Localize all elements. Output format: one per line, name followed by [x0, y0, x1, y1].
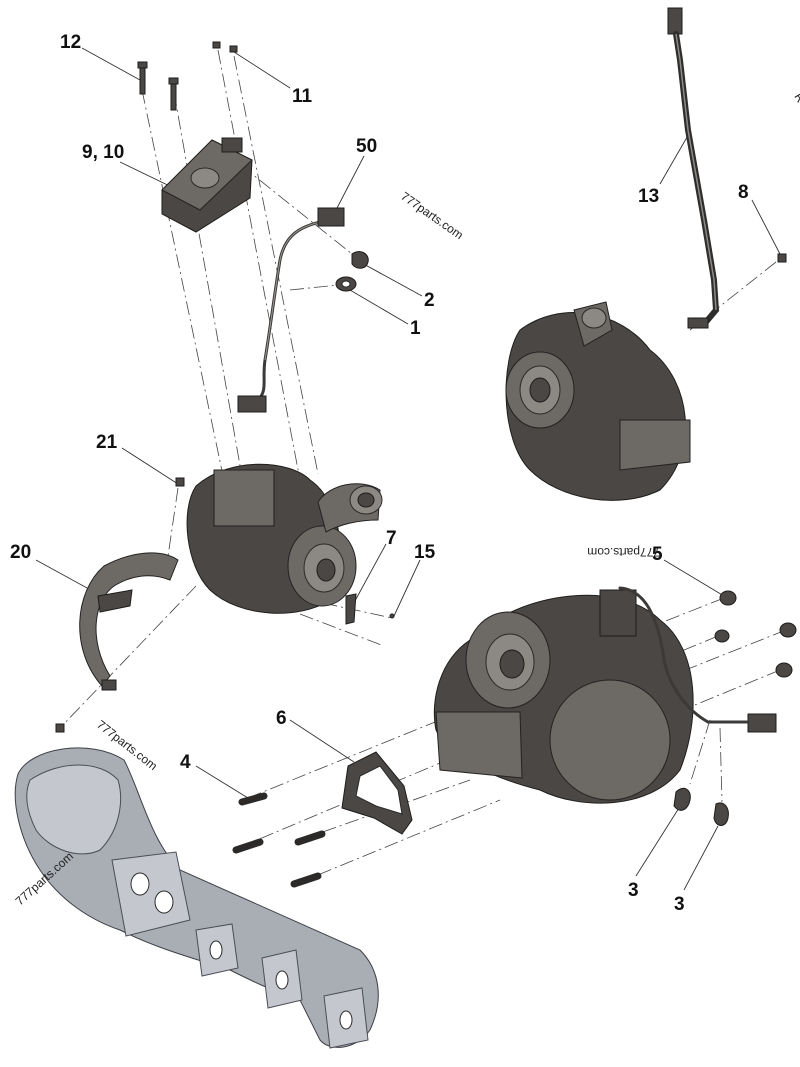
callout-3a: 3	[628, 880, 639, 901]
edge-fragment: R	[791, 91, 800, 106]
leader-3b	[683, 825, 719, 891]
clips-1-2	[335, 251, 369, 292]
callout-4: 4	[180, 752, 191, 773]
connector-50-end	[237, 395, 267, 413]
turbocharger-reference	[505, 301, 691, 501]
callout-13: 13	[638, 186, 659, 207]
callout-5: 5	[652, 544, 663, 565]
watermark-2: 777parts.com	[587, 545, 660, 559]
fastener-20-lower	[55, 723, 65, 733]
callout-21: 21	[96, 432, 118, 453]
clip-3a	[673, 787, 691, 811]
leader-50	[335, 155, 365, 211]
stud-4-c	[294, 830, 326, 846]
leader-lines	[35, 47, 781, 891]
bolt-11-a	[212, 41, 221, 49]
heat-shield-20	[79, 552, 179, 691]
bolt-12-a	[139, 65, 146, 95]
callout-20: 20	[10, 542, 31, 563]
leader-6	[289, 719, 355, 763]
leader-2	[359, 261, 423, 297]
callout-3b: 3	[674, 894, 685, 915]
leader-3a	[635, 799, 685, 877]
turbocharger-main	[186, 463, 383, 614]
bolts-11	[212, 41, 238, 53]
leader-11	[233, 51, 291, 89]
stud-4-a	[238, 792, 268, 806]
callout-1: 1	[410, 318, 421, 339]
callout-50: 50	[356, 136, 377, 157]
bolt-12-b	[170, 81, 177, 111]
callout-6: 6	[276, 708, 287, 729]
bolts-12	[137, 61, 179, 111]
callout-12: 12	[60, 32, 81, 53]
gasket-6	[341, 751, 413, 835]
callout-15: 15	[414, 542, 436, 563]
callout-labels: 12 11 9, 10 50 2 1 13 8 21 7 15 20 5 6 4…	[10, 32, 749, 915]
callout-11: 11	[292, 86, 313, 107]
turbocharger-assembly	[433, 586, 777, 804]
leader-8	[751, 199, 781, 255]
sensor-head-13	[667, 7, 683, 35]
callout-7: 7	[386, 528, 397, 549]
clips-3	[673, 787, 729, 826]
stud-4-d	[290, 872, 322, 888]
watermark-1: 777parts.com	[398, 189, 466, 242]
washer-15	[389, 613, 395, 619]
leader-1	[349, 289, 409, 325]
plug-8	[777, 253, 787, 263]
actuator-9-10	[161, 137, 253, 233]
clip-3b	[713, 802, 729, 826]
wiring-harness-50	[237, 207, 345, 413]
stud-4-b	[232, 838, 264, 854]
callout-9-10: 9, 10	[82, 142, 124, 163]
connector-assembly	[747, 713, 777, 733]
leader-12	[81, 47, 141, 81]
leader-4	[195, 765, 249, 799]
callout-2: 2	[424, 290, 435, 311]
screw-21	[175, 477, 185, 487]
clip-2	[351, 251, 369, 269]
leader-13	[659, 131, 691, 185]
exhaust-manifold	[14, 747, 379, 1049]
manifold-flange	[111, 851, 191, 937]
sensor-tube-13	[667, 7, 720, 329]
callout-8: 8	[738, 182, 749, 203]
nuts-5	[714, 590, 797, 678]
connector-50	[317, 207, 345, 227]
leader-21	[121, 447, 179, 485]
bolt-11-b	[229, 45, 238, 53]
leader-15	[393, 559, 421, 617]
seal-7	[345, 593, 357, 625]
leader-5	[663, 559, 725, 597]
studs-4	[232, 792, 326, 888]
